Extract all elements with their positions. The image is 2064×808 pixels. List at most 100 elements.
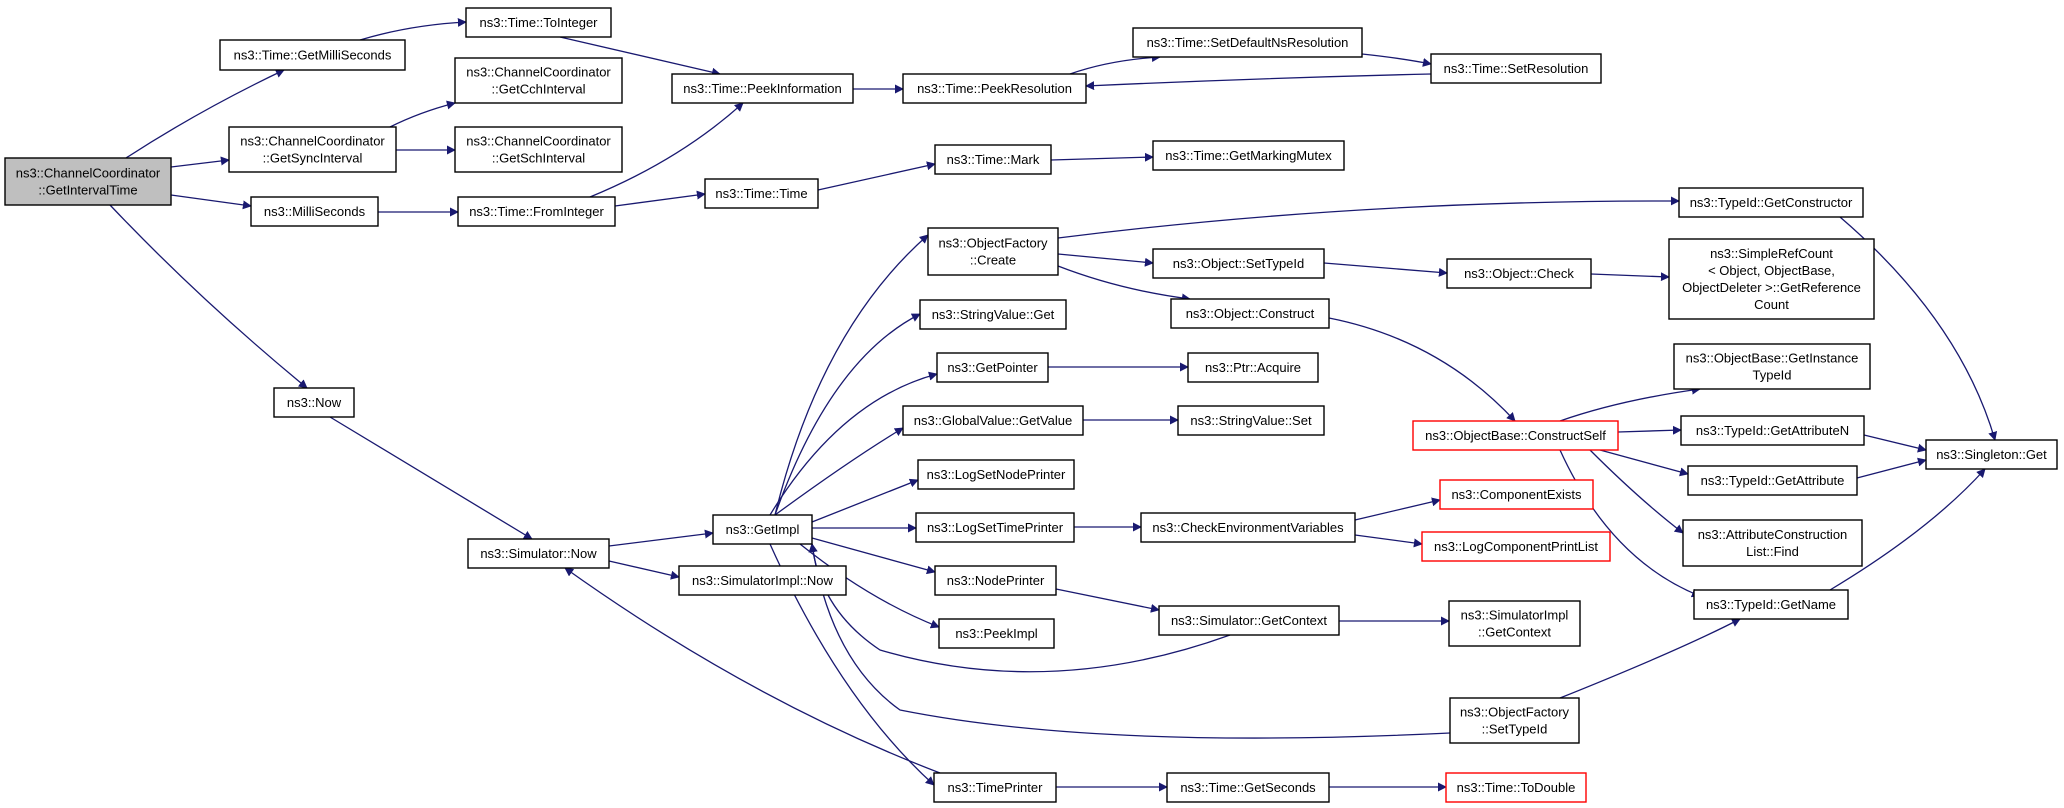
node-label: ns3::Time::GetMarkingMutex: [1165, 148, 1332, 163]
node-box: [915, 512, 1075, 543]
node-label: ObjectDeleter >::GetReference: [1682, 280, 1861, 295]
node-box: [1448, 600, 1581, 647]
node-label: ns3::ChannelCoordinator: [16, 166, 161, 181]
node-label: ns3::StringValue::Get: [932, 307, 1055, 322]
node-getPointer[interactable]: ns3::GetPointer: [936, 352, 1049, 383]
node-setResolution[interactable]: ns3::Time::SetResolution: [1430, 53, 1602, 84]
node-getSeconds[interactable]: ns3::Time::GetSeconds: [1166, 772, 1330, 803]
node-label: ns3::StringValue::Set: [1190, 413, 1312, 428]
node-logComponentPrintList[interactable]: ns3::LogComponentPrintList: [1421, 531, 1611, 562]
node-setTypeId[interactable]: ns3::Object::SetTypeId: [1152, 248, 1325, 279]
node-box: [704, 178, 819, 209]
edge-getIntervalTime-to-milliSeconds: [170, 194, 252, 210]
edge-getImpl-to-ofCreate: [774, 234, 929, 516]
edge-getMilliSeconds-to-toInteger: [359, 17, 467, 41]
node-simImplGetContext[interactable]: ns3::SimulatorImpl::GetContext: [1448, 600, 1581, 647]
node-timePrinter[interactable]: ns3::TimePrinter: [933, 772, 1057, 803]
function-nodes: ns3::ChannelCoordinator::GetIntervalTime…: [4, 7, 2058, 803]
node-logSetNodePrinter[interactable]: ns3::LogSetNodePrinter: [917, 459, 1075, 490]
edge-peekResolution-to-setDefaultNsResolution: [1069, 52, 1161, 75]
node-box: [1678, 187, 1864, 218]
node-box: [1412, 420, 1619, 451]
node-label: ns3::TimePrinter: [948, 780, 1044, 795]
node-now[interactable]: ns3::Now: [273, 387, 355, 418]
node-box: [919, 299, 1067, 330]
node-label: ns3::Time::PeekInformation: [683, 81, 841, 96]
node-label: ns3::GetImpl: [726, 522, 800, 537]
node-objectCheck[interactable]: ns3::Object::Check: [1446, 258, 1592, 289]
node-singletonGet[interactable]: ns3::Singleton::Get: [1925, 439, 2058, 470]
node-getAttribute[interactable]: ns3::TypeId::GetAttribute: [1687, 465, 1858, 496]
edge-ofCreate-to-construct: [1057, 265, 1191, 303]
node-constructSelf[interactable]: ns3::ObjectBase::ConstructSelf: [1412, 420, 1619, 451]
node-checkEnv[interactable]: ns3::CheckEnvironmentVariables: [1140, 512, 1356, 543]
node-peekInformation[interactable]: ns3::Time::PeekInformation: [671, 73, 854, 104]
node-milliSeconds[interactable]: ns3::MilliSeconds: [250, 196, 379, 227]
node-box: [927, 227, 1059, 276]
node-construct[interactable]: ns3::Object::Construct: [1170, 298, 1330, 329]
node-box: [1925, 439, 2058, 470]
node-label: ns3::Time::FromInteger: [469, 204, 604, 219]
node-label: ns3::ObjectBase::ConstructSelf: [1425, 428, 1606, 443]
node-getSyncInterval[interactable]: ns3::ChannelCoordinator::GetSyncInterval: [228, 126, 397, 173]
node-nodePrinter[interactable]: ns3::NodePrinter: [934, 565, 1057, 596]
node-fromInteger[interactable]: ns3::Time::FromInteger: [457, 196, 616, 227]
node-label: ns3::Time::GetMilliSeconds: [234, 48, 392, 63]
node-ptrAcquire[interactable]: ns3::Ptr::Acquire: [1187, 352, 1319, 383]
node-getCchInterval[interactable]: ns3::ChannelCoordinator::GetCchInterval: [454, 57, 623, 104]
node-gvGetValue[interactable]: ns3::GlobalValue::GetValue: [902, 405, 1084, 436]
node-label: ns3::TypeId::GetAttribute: [1701, 473, 1845, 488]
node-label: ::GetIntervalTime: [38, 183, 137, 198]
node-box: [1152, 140, 1345, 171]
node-label: ns3::SimulatorImpl: [1461, 608, 1569, 623]
edge-getIntervalTime-to-getSyncInterval: [170, 156, 230, 168]
node-label: List::Find: [1746, 544, 1799, 559]
node-label: ns3::TypeId::GetAttributeN: [1696, 423, 1849, 438]
node-getName[interactable]: ns3::TypeId::GetName: [1693, 589, 1849, 620]
node-toDouble[interactable]: ns3::Time::ToDouble: [1445, 772, 1587, 803]
node-stringValueSet[interactable]: ns3::StringValue::Set: [1177, 405, 1325, 436]
edge-timeTime-to-timeMark: [817, 161, 936, 191]
node-simImplNow[interactable]: ns3::SimulatorImpl::Now: [678, 565, 847, 596]
node-getSchInterval[interactable]: ns3::ChannelCoordinator::GetSchInterval: [454, 126, 623, 173]
edge-setDefaultNsResolution-to-setResolution: [1361, 53, 1432, 67]
edge-getIntervalTime-to-getMilliSeconds: [125, 69, 285, 159]
node-stringValueGet[interactable]: ns3::StringValue::Get: [919, 299, 1067, 330]
node-timeMark[interactable]: ns3::Time::Mark: [934, 144, 1052, 175]
node-setDefaultNsResolution[interactable]: ns3::Time::SetDefaultNsResolution: [1132, 27, 1363, 58]
node-getConstructor[interactable]: ns3::TypeId::GetConstructor: [1678, 187, 1864, 218]
node-peekImpl[interactable]: ns3::PeekImpl: [938, 618, 1055, 649]
node-timeTime[interactable]: ns3::Time::Time: [704, 178, 819, 209]
node-getImpl[interactable]: ns3::GetImpl: [712, 514, 813, 545]
node-label: ns3::Object::SetTypeId: [1173, 256, 1305, 271]
edge-timeMark-to-getMarkingMutex: [1050, 152, 1154, 162]
node-toInteger[interactable]: ns3::Time::ToInteger: [465, 7, 612, 38]
edge-toInteger-to-peekInformation: [559, 36, 721, 77]
node-getIntervalTime[interactable]: ns3::ChannelCoordinator::GetIntervalTime: [4, 157, 172, 206]
node-getMilliSeconds[interactable]: ns3::Time::GetMilliSeconds: [219, 39, 406, 71]
node-box: [1166, 772, 1330, 803]
node-peekResolution[interactable]: ns3::Time::PeekResolution: [902, 73, 1087, 104]
node-simulatorNow[interactable]: ns3::Simulator::Now: [467, 538, 610, 569]
node-box: [671, 73, 854, 104]
node-ofSetTypeId[interactable]: ns3::ObjectFactory::SetTypeId: [1449, 697, 1580, 744]
node-label: ns3::ChannelCoordinator: [466, 134, 611, 149]
node-box: [1158, 605, 1340, 636]
node-box: [465, 7, 612, 38]
edge-getImpl-to-nodePrinter: [811, 537, 936, 575]
node-logSetTimePrinter[interactable]: ns3::LogSetTimePrinter: [915, 512, 1075, 543]
node-ofCreate[interactable]: ns3::ObjectFactory::Create: [927, 227, 1059, 276]
node-componentExists[interactable]: ns3::ComponentExists: [1439, 479, 1594, 510]
node-simGetContext[interactable]: ns3::Simulator::GetContext: [1158, 605, 1340, 636]
node-box: [250, 196, 379, 227]
node-getAttributeN[interactable]: ns3::TypeId::GetAttributeN: [1680, 415, 1865, 446]
edge-constructSelf-to-getAttribute: [1599, 449, 1689, 477]
node-simpleRefCount[interactable]: ns3::SimpleRefCount< Object, ObjectBase,…: [1668, 238, 1875, 320]
node-box: [4, 157, 172, 206]
node-label: ns3::ObjectFactory: [1460, 705, 1570, 720]
node-getMarkingMutex[interactable]: ns3::Time::GetMarkingMutex: [1152, 140, 1345, 171]
node-box: [1421, 531, 1611, 562]
node-label: TypeId: [1752, 368, 1791, 383]
